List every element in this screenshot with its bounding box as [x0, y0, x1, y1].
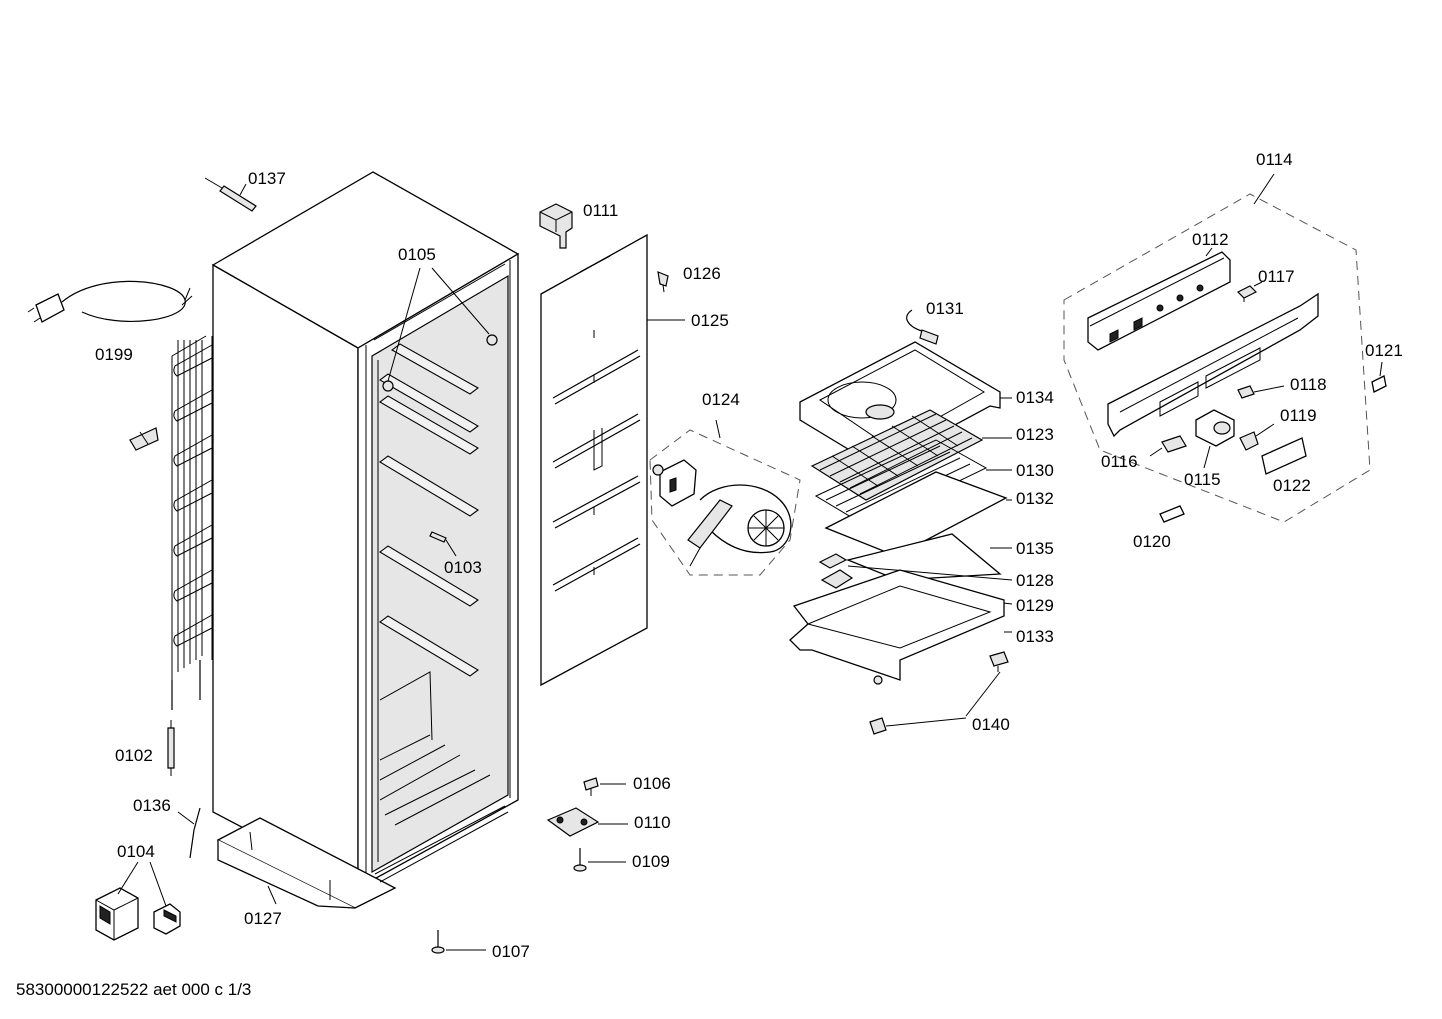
hinge-0111 [539, 203, 573, 249]
foot-0109 [573, 848, 626, 872]
label-0119: 0119 [1280, 406, 1317, 425]
label-0129: 0129 [1016, 596, 1054, 615]
label-0140: 0140 [972, 715, 1010, 734]
lens-0122 [1261, 437, 1307, 475]
label-0136: 0136 [133, 796, 171, 815]
label-0135: 0135 [1016, 539, 1054, 558]
label-0128: 0128 [1016, 571, 1054, 590]
label-0130: 0130 [1016, 461, 1054, 480]
plate-0132 [824, 471, 1012, 557]
label-0121: 0121 [1365, 341, 1403, 360]
shield-0135 [845, 533, 1012, 581]
label-0137: 0137 [248, 169, 286, 188]
label-0132: 0132 [1016, 489, 1054, 508]
control-assembly-0114 [1063, 173, 1371, 523]
label-0134: 0134 [1016, 388, 1054, 407]
part-0116 [1149, 435, 1187, 457]
label-0199: 0199 [95, 345, 133, 364]
knob-0117 [1236, 281, 1263, 302]
label-0127: 0127 [244, 909, 282, 928]
fan-assembly-0124 [649, 419, 801, 576]
screw-0105 [382, 267, 498, 392]
label-0124: 0124 [702, 390, 740, 409]
label-0131: 0131 [926, 299, 964, 318]
control-board-0112 [1087, 247, 1231, 351]
hinge-plate-0110 [546, 807, 628, 837]
label-0114: 0114 [1256, 150, 1293, 169]
label-0109: 0109 [632, 852, 670, 871]
label-0122: 0122 [1273, 476, 1311, 495]
label-0118: 0118 [1290, 375, 1327, 394]
label-0107: 0107 [492, 942, 530, 961]
back-panel-0125 [540, 233, 685, 687]
tray-0133 [789, 569, 1012, 685]
label-0111: 0111 [583, 201, 618, 220]
label-0116: 0116 [1101, 452, 1138, 471]
label-0102: 0102 [115, 746, 153, 765]
label-0133: 0133 [1016, 627, 1054, 646]
label-0104: 0104 [117, 842, 155, 861]
part-0118 [1237, 385, 1285, 399]
bulb-0119 [1239, 423, 1275, 451]
cabinet-shelves [379, 343, 491, 826]
screw-0140 [869, 651, 1009, 735]
control-fascia [1107, 292, 1319, 438]
sensor-0137 [204, 177, 257, 212]
cabinet [211, 171, 520, 909]
part-0103 [429, 531, 457, 557]
label-0103: 0103 [444, 558, 482, 577]
label-0105: 0105 [398, 245, 436, 264]
label-0120: 0120 [1133, 532, 1171, 551]
label-0125: 0125 [691, 311, 729, 330]
label-0112: 0112 [1192, 230, 1229, 249]
label-0110: 0110 [634, 813, 671, 832]
power-cord-0199 [27, 280, 193, 323]
label-0126: 0126 [683, 264, 721, 283]
document-id: 58300000122522 aet 000 c 1/3 [16, 980, 252, 999]
condenser-coil [171, 335, 213, 710]
screw-0126 [657, 271, 669, 293]
part-0121 [1371, 361, 1387, 393]
coil-bracket [129, 427, 159, 451]
cover-0134 [799, 341, 1012, 474]
switch-0115 [1195, 409, 1235, 469]
part-0120 [1159, 505, 1185, 523]
label-0115: 0115 [1184, 470, 1221, 489]
screw-0106 [583, 777, 626, 796]
tube-0136 [177, 807, 201, 859]
label-0106: 0106 [633, 774, 671, 793]
foot-0107 [431, 930, 486, 954]
part-0128 [818, 553, 1013, 581]
drier-0102 [167, 720, 175, 776]
relay-0104 [95, 861, 181, 941]
label-0117: 0117 [1258, 267, 1295, 286]
label-0123: 0123 [1016, 425, 1054, 444]
sensor-0131 [906, 309, 939, 345]
